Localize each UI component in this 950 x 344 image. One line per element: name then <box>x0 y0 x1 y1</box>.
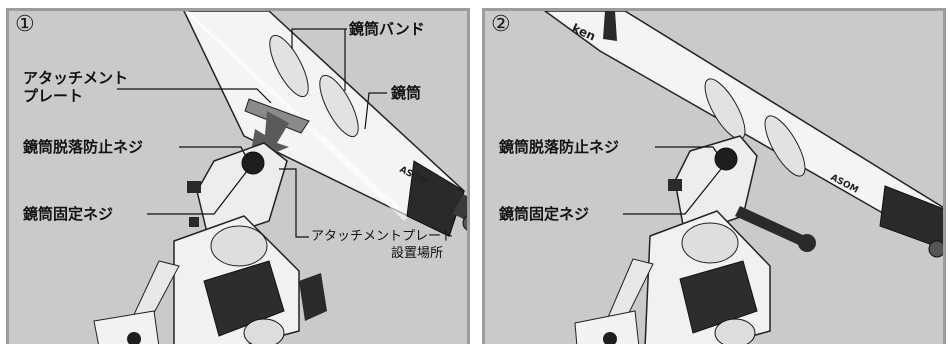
step-2-illustration: ken ASOM <box>543 11 943 344</box>
label-tube: 鏡筒 <box>391 84 422 102</box>
mount-head <box>93 142 327 344</box>
label-plate-location-2: 設置場所 <box>391 246 444 261</box>
label-plate-location: アタッチメントプレート <box>311 229 455 244</box>
leader-lines <box>117 28 387 238</box>
step-number: ① <box>15 12 35 37</box>
tube-band-rings <box>269 34 359 138</box>
attachment-plate-shape <box>244 98 310 134</box>
panel-step-2: ken ASOM ② 鏡筒脱落防止ネジ 鏡筒 <box>482 8 946 344</box>
label-tube-fix-screw: 鏡筒固定ネジ <box>499 205 590 223</box>
label-tube-fix-screw: 鏡筒固定ネジ <box>23 205 114 223</box>
mount-head <box>574 135 816 344</box>
label-tube-band: 鏡筒バンド <box>349 20 425 38</box>
label-attachment-plate-2: プレート <box>23 87 84 105</box>
step-1-illustration: ASOM <box>93 11 467 344</box>
label-tube-drop-screw: 鏡筒脱落防止ネジ <box>499 138 620 156</box>
leader-lines <box>623 146 722 215</box>
label-tube-drop-screw: 鏡筒脱落防止ネジ <box>23 138 144 156</box>
panel-step-1: ASOM ① 鏡 <box>6 8 470 344</box>
label-attachment-plate: アタッチメント <box>23 69 129 87</box>
step-number: ② <box>491 12 511 37</box>
